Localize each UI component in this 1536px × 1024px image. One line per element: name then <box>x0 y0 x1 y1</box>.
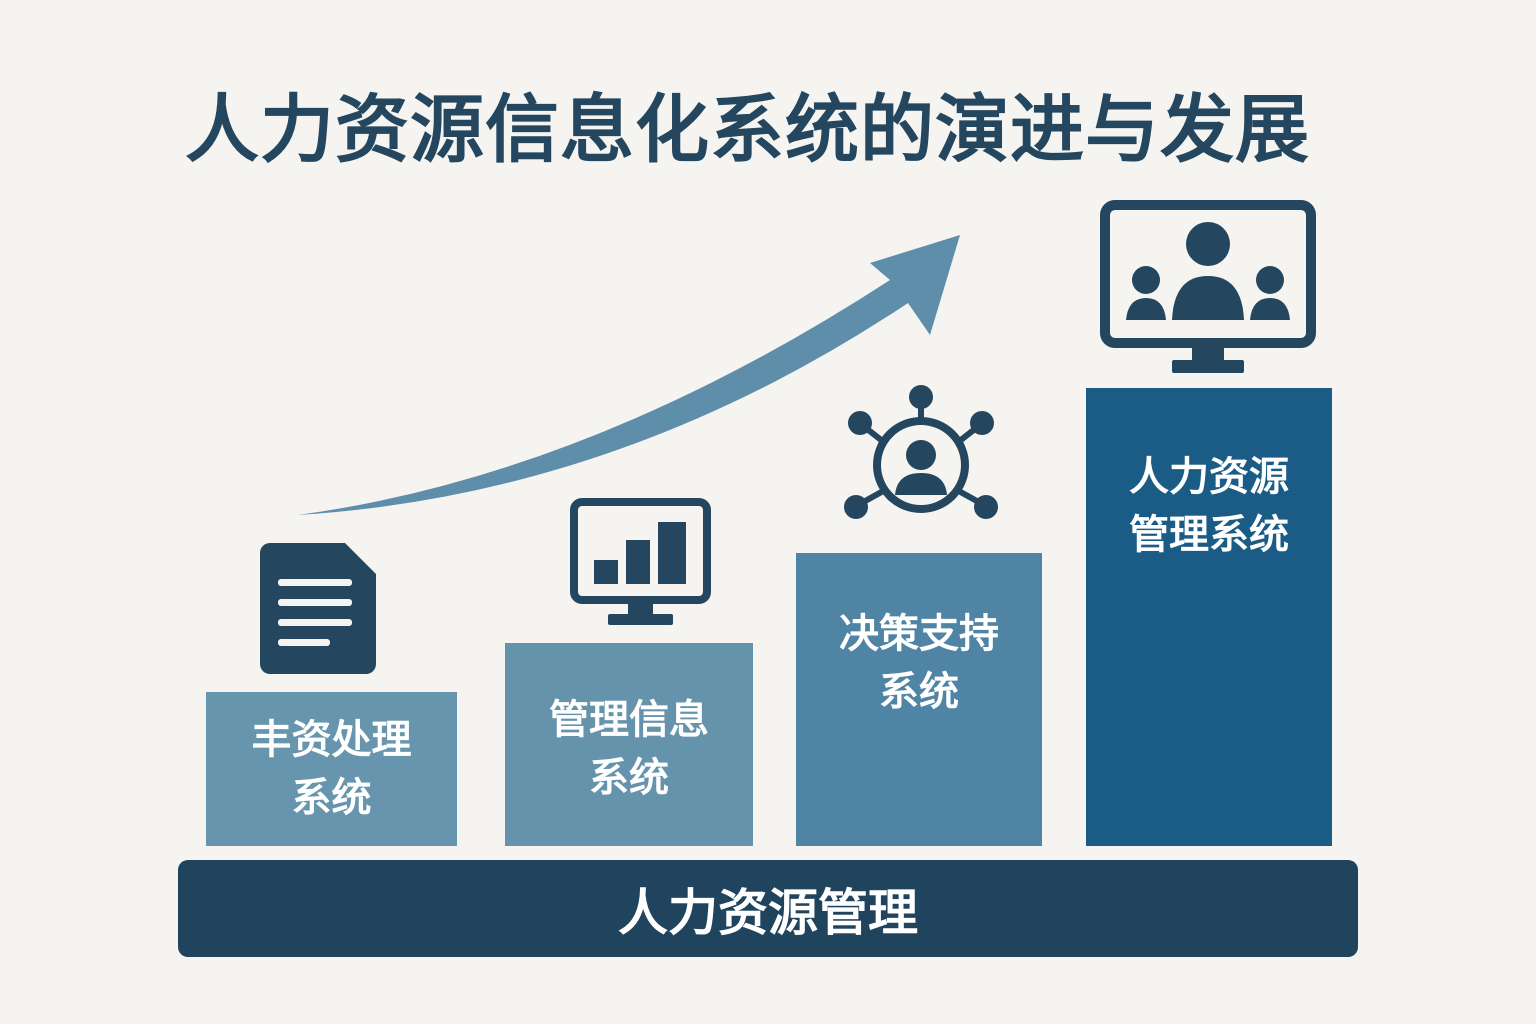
step-label-line1: 决策支持 <box>839 611 999 657</box>
step-label-line2: 系统 <box>291 775 372 821</box>
step-label-line1: 丰资处理 <box>251 717 412 763</box>
step-label-line2: 系统 <box>589 755 669 801</box>
step-label-line2: 管理系统 <box>1129 512 1289 558</box>
step-label-line1: 管理信息 <box>549 697 709 743</box>
step-label-line1: 人力资源 <box>1129 454 1289 500</box>
page-title: 人力资源信息化系统的演进与发展 <box>185 87 1310 173</box>
monitor-team-icon <box>1100 200 1316 373</box>
document-icon <box>260 543 376 674</box>
base-platform-label: 人力资源管理 <box>178 860 1358 957</box>
monitor-chart-icon <box>570 498 711 625</box>
step-label-line2: 系统 <box>879 669 959 715</box>
network-user-icon <box>844 385 998 519</box>
step-transaction-processing: 丰资处理 系统 <box>206 692 457 846</box>
growth-arrow-icon <box>298 235 960 515</box>
step-decision-support: 决策支持 系统 <box>796 553 1042 846</box>
step-management-information: 管理信息 系统 <box>505 643 753 846</box>
step-hr-management-system: 人力资源 管理系统 <box>1086 388 1332 846</box>
